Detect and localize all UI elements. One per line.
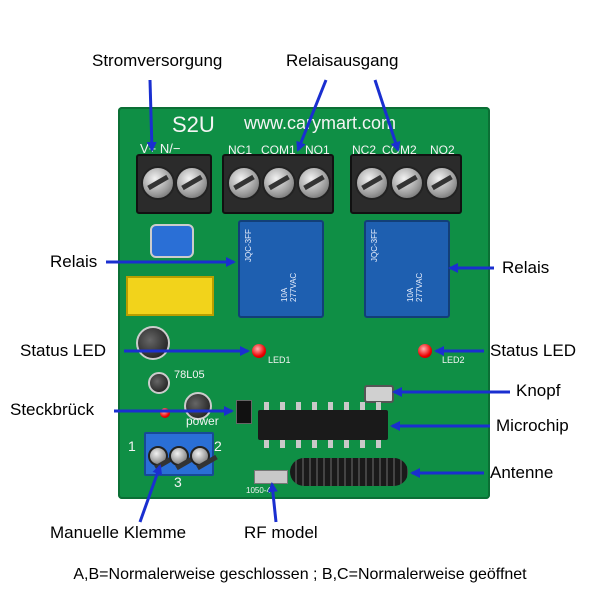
label-status-led-left: Status LED xyxy=(20,341,106,360)
chip-pin xyxy=(312,440,317,448)
relay2-pin-no: NO2 xyxy=(430,143,455,157)
chip-pin xyxy=(376,402,381,410)
arrow-rf-model xyxy=(267,482,278,523)
led2-text: LED2 xyxy=(442,355,465,365)
arrow-manual-terminal xyxy=(138,464,163,523)
jumper-component xyxy=(236,400,252,424)
terminal-number-2: 2 xyxy=(214,438,222,454)
relay1-terminal xyxy=(222,154,334,214)
label-rf-model: RF model xyxy=(244,523,318,542)
chip-pin xyxy=(360,440,365,448)
screw-icon xyxy=(425,166,459,200)
status-led-right xyxy=(418,344,432,358)
screw-icon xyxy=(190,446,210,466)
arrow-power xyxy=(146,79,157,152)
chip-pin xyxy=(296,402,301,410)
label-status-led-right: Status LED xyxy=(490,341,576,360)
terminal-number-3: 3 xyxy=(174,474,182,490)
capacitor-large xyxy=(136,326,170,360)
rf-module-text: 1050-4 xyxy=(246,486,271,495)
label-antenna: Antenne xyxy=(490,463,554,482)
chip-pin xyxy=(264,402,269,410)
relay2-terminal xyxy=(350,154,462,214)
screw-icon xyxy=(355,166,389,200)
screw-icon xyxy=(262,166,296,200)
label-microchip: Microchip xyxy=(496,416,569,435)
board-website-text: www.carymart.com xyxy=(244,113,397,133)
screw-icon xyxy=(297,166,331,200)
label-relay-right: Relais xyxy=(502,258,550,277)
manual-terminal xyxy=(144,432,214,476)
relay-left: JQC-3FF 10A 277VAC xyxy=(238,220,324,318)
chip-pin xyxy=(280,440,285,448)
transformer xyxy=(126,276,214,316)
relay1-pin-no: NO1 xyxy=(305,143,330,157)
power-text: power xyxy=(186,414,219,428)
label-relay-left: Relais xyxy=(50,252,98,271)
microchip-ic xyxy=(258,402,388,448)
arrow-relay-output-left xyxy=(296,79,328,152)
label-manual-terminal: Manuelle Klemme xyxy=(50,523,187,542)
capacitor-top xyxy=(150,224,194,258)
status-led-left xyxy=(252,344,266,358)
chip-pin xyxy=(344,402,349,410)
capacitor-regulator xyxy=(148,372,170,394)
terminal-number-1: 1 xyxy=(128,438,136,454)
board-model-text: S2U xyxy=(172,112,215,137)
screw-icon xyxy=(141,166,175,200)
caption-text: A,B=Normalerweise geschlossen ; B,C=Norm… xyxy=(73,566,527,583)
capacitor-small xyxy=(184,392,212,420)
arrow-relay-output-right xyxy=(373,79,401,152)
chip-pin xyxy=(328,402,333,410)
label-relay-output: Relaisausgang xyxy=(286,51,399,70)
chip-pin xyxy=(264,440,269,448)
relay1-pin-com: COM1 xyxy=(261,143,296,157)
label-power-supply: Stromversorgung xyxy=(92,51,223,70)
screw-icon xyxy=(169,446,189,466)
led1-text: LED1 xyxy=(268,355,291,365)
power-terminal xyxy=(136,154,212,214)
screw-icon xyxy=(227,166,261,200)
label-jumper: Steckbrück xyxy=(10,400,95,419)
screw-icon xyxy=(390,166,424,200)
relay1-pin-nc: NC1 xyxy=(228,143,253,157)
chip-pin xyxy=(280,402,285,410)
chip-pin xyxy=(344,440,349,448)
relay2-pin-nc: NC2 xyxy=(352,143,377,157)
relay-right: JQC-3FF 10A 277VAC xyxy=(364,220,450,318)
chip-pin xyxy=(312,402,317,410)
chip-pin xyxy=(328,440,333,448)
antenna-coil xyxy=(290,458,408,486)
label-button: Knopf xyxy=(516,381,561,400)
power-led xyxy=(160,408,170,418)
chip-pin xyxy=(360,402,365,410)
regulator-text: 78L05 xyxy=(174,369,205,381)
screw-icon xyxy=(175,166,209,200)
chip-pin xyxy=(376,440,381,448)
chip-pin xyxy=(296,440,301,448)
